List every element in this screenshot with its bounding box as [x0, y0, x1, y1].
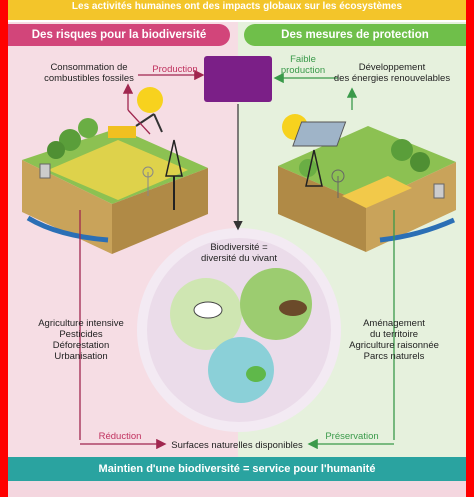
forest-scene-icon	[240, 268, 312, 340]
top-banner: Les activités humaines ont des impacts g…	[8, 0, 466, 20]
fossil-fuel-label: Consommation de combustibles fossiles	[44, 62, 134, 84]
wind-turbine-icon	[142, 166, 154, 178]
sun-icon	[137, 87, 163, 113]
tree-icon	[59, 129, 81, 151]
biodiversity-label: Biodiversité = diversité du vivant	[200, 242, 278, 264]
reduction-label: Réduction	[98, 431, 142, 442]
low-production-label: Faible production	[280, 54, 326, 76]
tree-icon	[391, 139, 413, 161]
biodiversity-circle	[137, 228, 341, 432]
diagram-canvas: Les activités humaines ont des impacts g…	[8, 0, 466, 497]
tree-icon	[299, 159, 317, 177]
header-risks: Des risques pour la biodiversité	[8, 24, 230, 46]
risk-factors-list: Agriculture intensive Pesticides Défores…	[38, 318, 124, 362]
tree-icon	[410, 152, 430, 172]
header-protection: Des mesures de protection	[244, 24, 466, 46]
oil-derrick-icon	[305, 149, 323, 187]
diagram-graphics	[22, 69, 456, 450]
preservation-label: Préservation	[325, 431, 379, 442]
solar-panel-icon	[292, 121, 347, 147]
production-label: Production	[152, 64, 198, 75]
bottom-banner: Maintien d'une biodiversité = service po…	[8, 457, 466, 481]
pond-scene-icon	[208, 337, 274, 403]
cow-icon	[193, 301, 223, 319]
natural-surfaces-label: Surfaces naturelles disponibles	[171, 440, 303, 451]
well-icon	[433, 183, 445, 199]
boar-icon	[279, 300, 307, 316]
renewable-label: Développement des énergies renouvelables	[333, 62, 451, 84]
tree-icon	[78, 118, 98, 138]
protection-measures-list: Aménagement du territoire Agriculture ra…	[349, 318, 439, 362]
well-icon	[39, 163, 51, 179]
excavator-icon	[108, 126, 136, 138]
frog-icon	[246, 366, 266, 382]
bottom-strip	[8, 481, 466, 497]
left-landscape	[22, 113, 208, 254]
right-landscape	[278, 114, 456, 252]
tree-icon	[47, 141, 65, 159]
impact-box	[204, 56, 272, 102]
